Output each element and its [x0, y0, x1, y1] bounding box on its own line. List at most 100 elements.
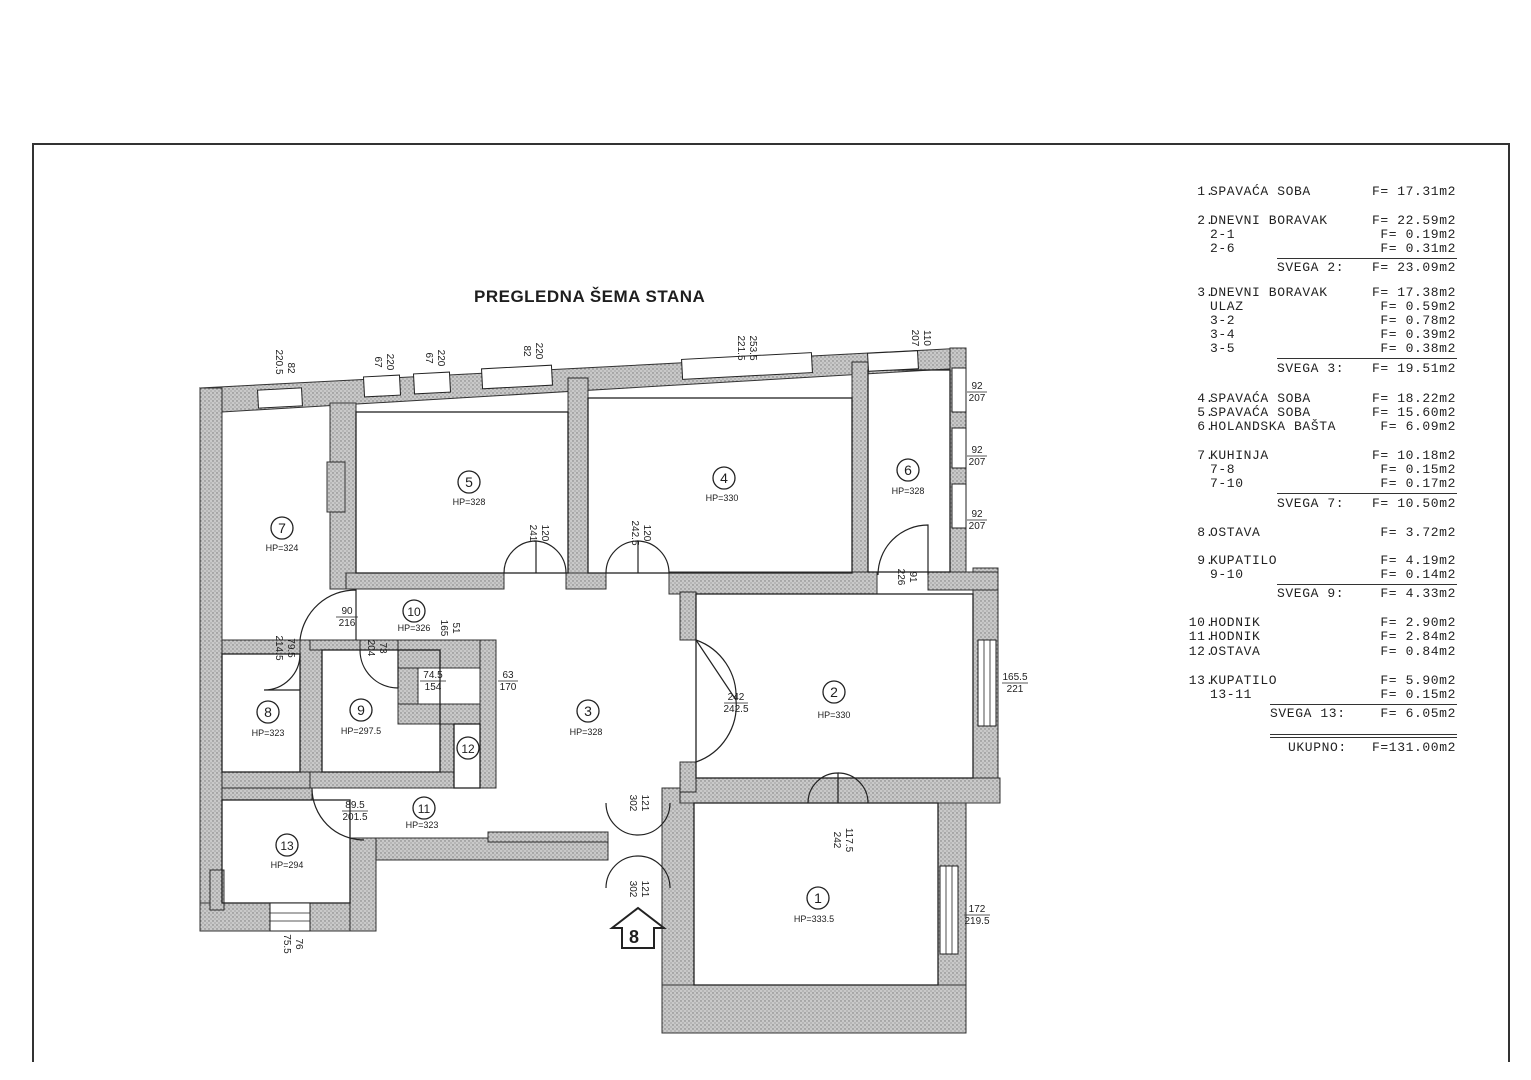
- legend-row: 13. KUPATILO F= 5.90m2: [1170, 673, 1470, 688]
- legend-number: 9.: [1197, 553, 1214, 568]
- dim-d10-right: 165: [438, 620, 449, 637]
- room-2-outline: [695, 593, 974, 779]
- dim-e3-top: 92: [971, 509, 983, 520]
- dim-d2-top: 242: [728, 692, 745, 703]
- legend-number: 5.: [1197, 405, 1214, 420]
- dim-w5-right: 221.5: [735, 335, 746, 360]
- legend-room-name: OSTAVA: [1210, 644, 1261, 659]
- legend-room-name: OSTAVA: [1210, 525, 1261, 540]
- dim-b13-left: 76: [293, 938, 304, 950]
- window-6c: [951, 483, 967, 529]
- dim-d1-left: 117.5: [843, 828, 854, 853]
- room-7-number: 7: [278, 520, 286, 536]
- room-6-height: HP=328: [892, 486, 925, 496]
- total-divider: [1270, 734, 1457, 735]
- room-11-number: 11: [418, 802, 431, 816]
- legend-row: ULAZ F= 0.59m2: [1170, 299, 1470, 314]
- windows: [257, 350, 997, 955]
- dim-dE2-left: 121: [639, 881, 650, 898]
- door-9-arc: [359, 649, 399, 689]
- legend-room-name: HODNIK: [1210, 615, 1261, 630]
- legend-room-name: 2-6: [1210, 241, 1236, 256]
- dim-d5-left: 120: [539, 525, 550, 542]
- room-12-marker: [456, 736, 480, 760]
- legend-room-name: DNEVNI BORAVAK: [1210, 285, 1328, 300]
- door-8-arc: [263, 653, 301, 691]
- room-markers: [256, 458, 920, 910]
- room-4-number: 4: [720, 470, 728, 486]
- room-5-outline: [355, 411, 569, 574]
- wall-5-4: [567, 377, 589, 589]
- legend-subtotal-row: SVEGA 7: F= 10.50m2: [1170, 496, 1470, 511]
- legend-area: F= 0.19m2: [1380, 227, 1456, 242]
- legend-room-name: SPAVAĆA SOBA: [1210, 391, 1311, 406]
- legend-number: 12.: [1188, 644, 1214, 659]
- dim-d12b-top: 63: [502, 670, 514, 681]
- window-1: [939, 865, 959, 955]
- plan-title: PREGLEDNA ŠEMA STANA: [474, 287, 706, 306]
- legend-row: 2. DNEVNI BORAVAK F= 22.59m2: [1170, 213, 1470, 228]
- legend-row: 13-11 F= 0.15m2: [1170, 687, 1470, 702]
- legend-area: F= 0.15m2: [1380, 687, 1456, 702]
- room-3-height: HP=328: [570, 727, 603, 737]
- dim-b13-right: 75.5: [281, 934, 292, 954]
- room-10-marker: [402, 599, 426, 623]
- door-7-arc: [299, 589, 357, 641]
- door-6-arc: [877, 524, 929, 576]
- dim-d1-right: 242: [831, 832, 842, 849]
- wall-under-4: [668, 571, 878, 595]
- legend-area: F= 15.60m2: [1371, 405, 1456, 420]
- room-6-number: 6: [904, 462, 912, 478]
- legend-subtotal-area: F= 23.09m2: [1371, 260, 1456, 275]
- legend-subtotal-label: SVEGA 2:: [1277, 260, 1345, 275]
- dim-d7-bottom: 216: [339, 618, 356, 629]
- legend-subtotal-row: SVEGA 9: F= 4.33m2: [1170, 586, 1470, 601]
- legend-area: F= 0.31m2: [1380, 241, 1456, 256]
- legend-area: F= 22.59m2: [1371, 213, 1456, 228]
- wall-left: [199, 387, 223, 932]
- legend-number: 8.: [1197, 525, 1214, 540]
- room-2-number: 2: [830, 684, 838, 700]
- room-9-marker: [349, 698, 373, 722]
- legend-number: 13.: [1188, 673, 1214, 688]
- legend-number: 7.: [1197, 448, 1214, 463]
- subtotal-divider: [1277, 358, 1457, 359]
- room-13-marker: [275, 833, 299, 857]
- dim-d2-bottom: 242.5: [723, 704, 748, 715]
- dim-d9-left: 73: [377, 642, 388, 654]
- legend-row: 3-2 F= 0.78m2: [1170, 313, 1470, 328]
- room-11-height: HP=323: [406, 820, 439, 830]
- legend-room-name: 2-1: [1210, 227, 1236, 242]
- dim-d10-left: 51: [450, 622, 461, 634]
- legend-room-name: KUHINJA: [1210, 448, 1269, 463]
- door-4-arc: [605, 540, 639, 574]
- wall-under-5: [345, 572, 505, 590]
- dim-w4-right: 82: [521, 345, 532, 357]
- legend-subtotal-area: F= 19.51m2: [1371, 361, 1456, 376]
- room-4-outline: [587, 397, 853, 574]
- subtotal-divider: [1277, 493, 1457, 494]
- window-5b: [412, 371, 452, 395]
- dim-e2-bottom: 207: [969, 457, 986, 468]
- room-5-height: HP=328: [453, 497, 486, 507]
- legend-subtotal-row: SVEGA 2: F= 23.09m2: [1170, 260, 1470, 275]
- dim-w2-left: 220: [384, 354, 395, 371]
- room-5-number: 5: [465, 474, 473, 490]
- dim-w6-right: 207: [909, 330, 920, 347]
- room-11-marker: [412, 796, 436, 820]
- door-2-arc-bottom: [695, 699, 737, 763]
- dim-d4-left: 120: [641, 525, 652, 542]
- room-1-outline: [693, 802, 939, 986]
- subtotal-divider: [1277, 584, 1457, 585]
- legend-room-name: ULAZ: [1210, 299, 1244, 314]
- room-6-marker: [896, 458, 920, 482]
- dim-w3-left: 220: [435, 350, 446, 367]
- dim-dE1-right: 302: [627, 795, 638, 812]
- legend-row: 3-5 F= 0.38m2: [1170, 341, 1470, 356]
- window-6-top: [867, 350, 919, 372]
- room-2-height: HP=330: [818, 710, 851, 720]
- legend-row: 6. HOLANDSKA BAŠTA F= 6.09m2: [1170, 419, 1470, 434]
- legend-room-name: 7-10: [1210, 476, 1244, 491]
- dim-w6-left: 110: [921, 330, 932, 346]
- door-13-arc: [311, 787, 365, 841]
